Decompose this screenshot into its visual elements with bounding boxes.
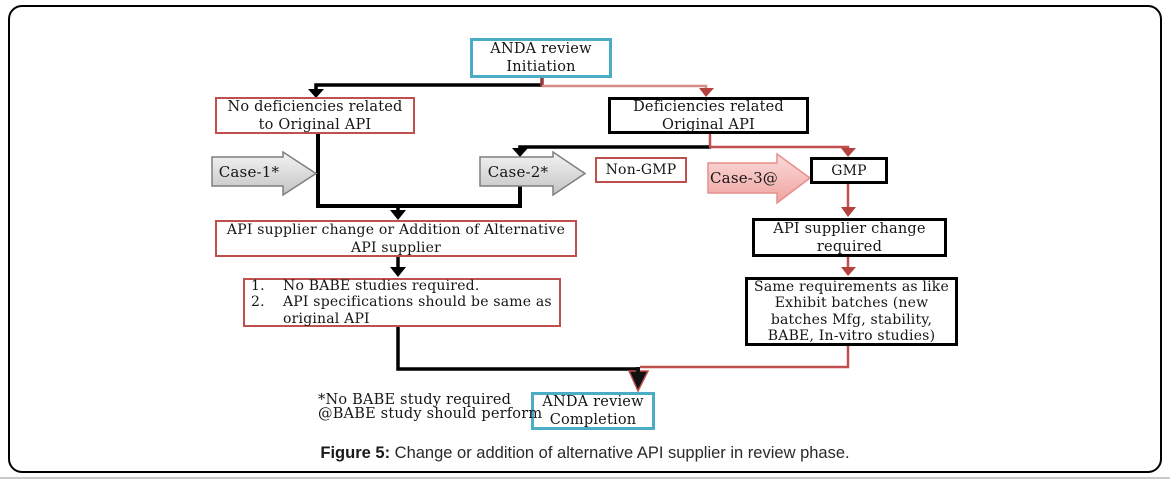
node-babe-list: 1. No BABE studies required. 2. API spec… [243, 278, 561, 327]
node-text-line: API supplier change [773, 220, 926, 237]
case-2-label: Case-2* [487, 162, 549, 181]
node-text-line: ANDA review [542, 394, 644, 410]
node-non-gmp: Non-GMP [595, 157, 687, 183]
node-same-requirements: Same requirements as like Exhibit batche… [745, 277, 958, 346]
case-3-label: Case-3@ [710, 169, 779, 187]
node-text-line: No deficiencies related [227, 98, 403, 115]
node-text-line: GMP [831, 162, 867, 179]
node-text-line: Completion [549, 412, 637, 428]
list-number: 1. [251, 277, 265, 294]
node-text-line: Original API [662, 116, 755, 133]
footnote-line: @BABE study should perform [318, 405, 543, 422]
node-gmp: GMP [810, 157, 888, 184]
node-no-deficiencies: No deficiencies related to Original API [215, 97, 415, 134]
figure-caption: Figure 5: Change or addition of alternat… [0, 444, 1170, 463]
node-text-line: Non-GMP [605, 162, 677, 178]
figure-caption-text: Change or addition of alternative API su… [390, 444, 850, 462]
node-text-line: required [816, 238, 883, 255]
page-divider-line [0, 477, 1170, 479]
node-text-line: ANDA review [490, 41, 592, 57]
list-item: 1. No BABE studies required. [251, 278, 484, 295]
node-text: Same requirements as like Exhibit batche… [754, 278, 949, 345]
case-1-label: Case-1* [218, 162, 280, 181]
node-text-line: Deficiencies related [633, 98, 784, 115]
list-item: 2. API specifications should be same as … [251, 294, 559, 327]
list-item-text: API specifications should be same as ori… [283, 294, 552, 327]
list-number: 2. [251, 294, 265, 311]
node-text-line: API supplier [351, 239, 441, 256]
footnotes: *No BABE study required @BABE study shou… [318, 392, 543, 422]
node-text-line: Initiation [506, 59, 576, 75]
node-anda-review-initiation: ANDA review Initiation [470, 38, 612, 78]
figure-caption-label: Figure 5: [320, 444, 391, 462]
node-api-supplier-change-alt: API supplier change or Addition of Alter… [215, 220, 577, 257]
node-api-supplier-change-required: API supplier change required [752, 218, 947, 257]
node-deficiencies: Deficiencies related Original API [608, 97, 809, 134]
node-text-line: to Original API [258, 116, 372, 133]
footnote-line: *No BABE study required [318, 392, 512, 408]
list-item-text: No BABE studies required. [283, 277, 480, 294]
node-anda-review-completion: ANDA review Completion [531, 392, 655, 430]
node-text-line: API supplier change or Addition of Alter… [226, 221, 566, 238]
